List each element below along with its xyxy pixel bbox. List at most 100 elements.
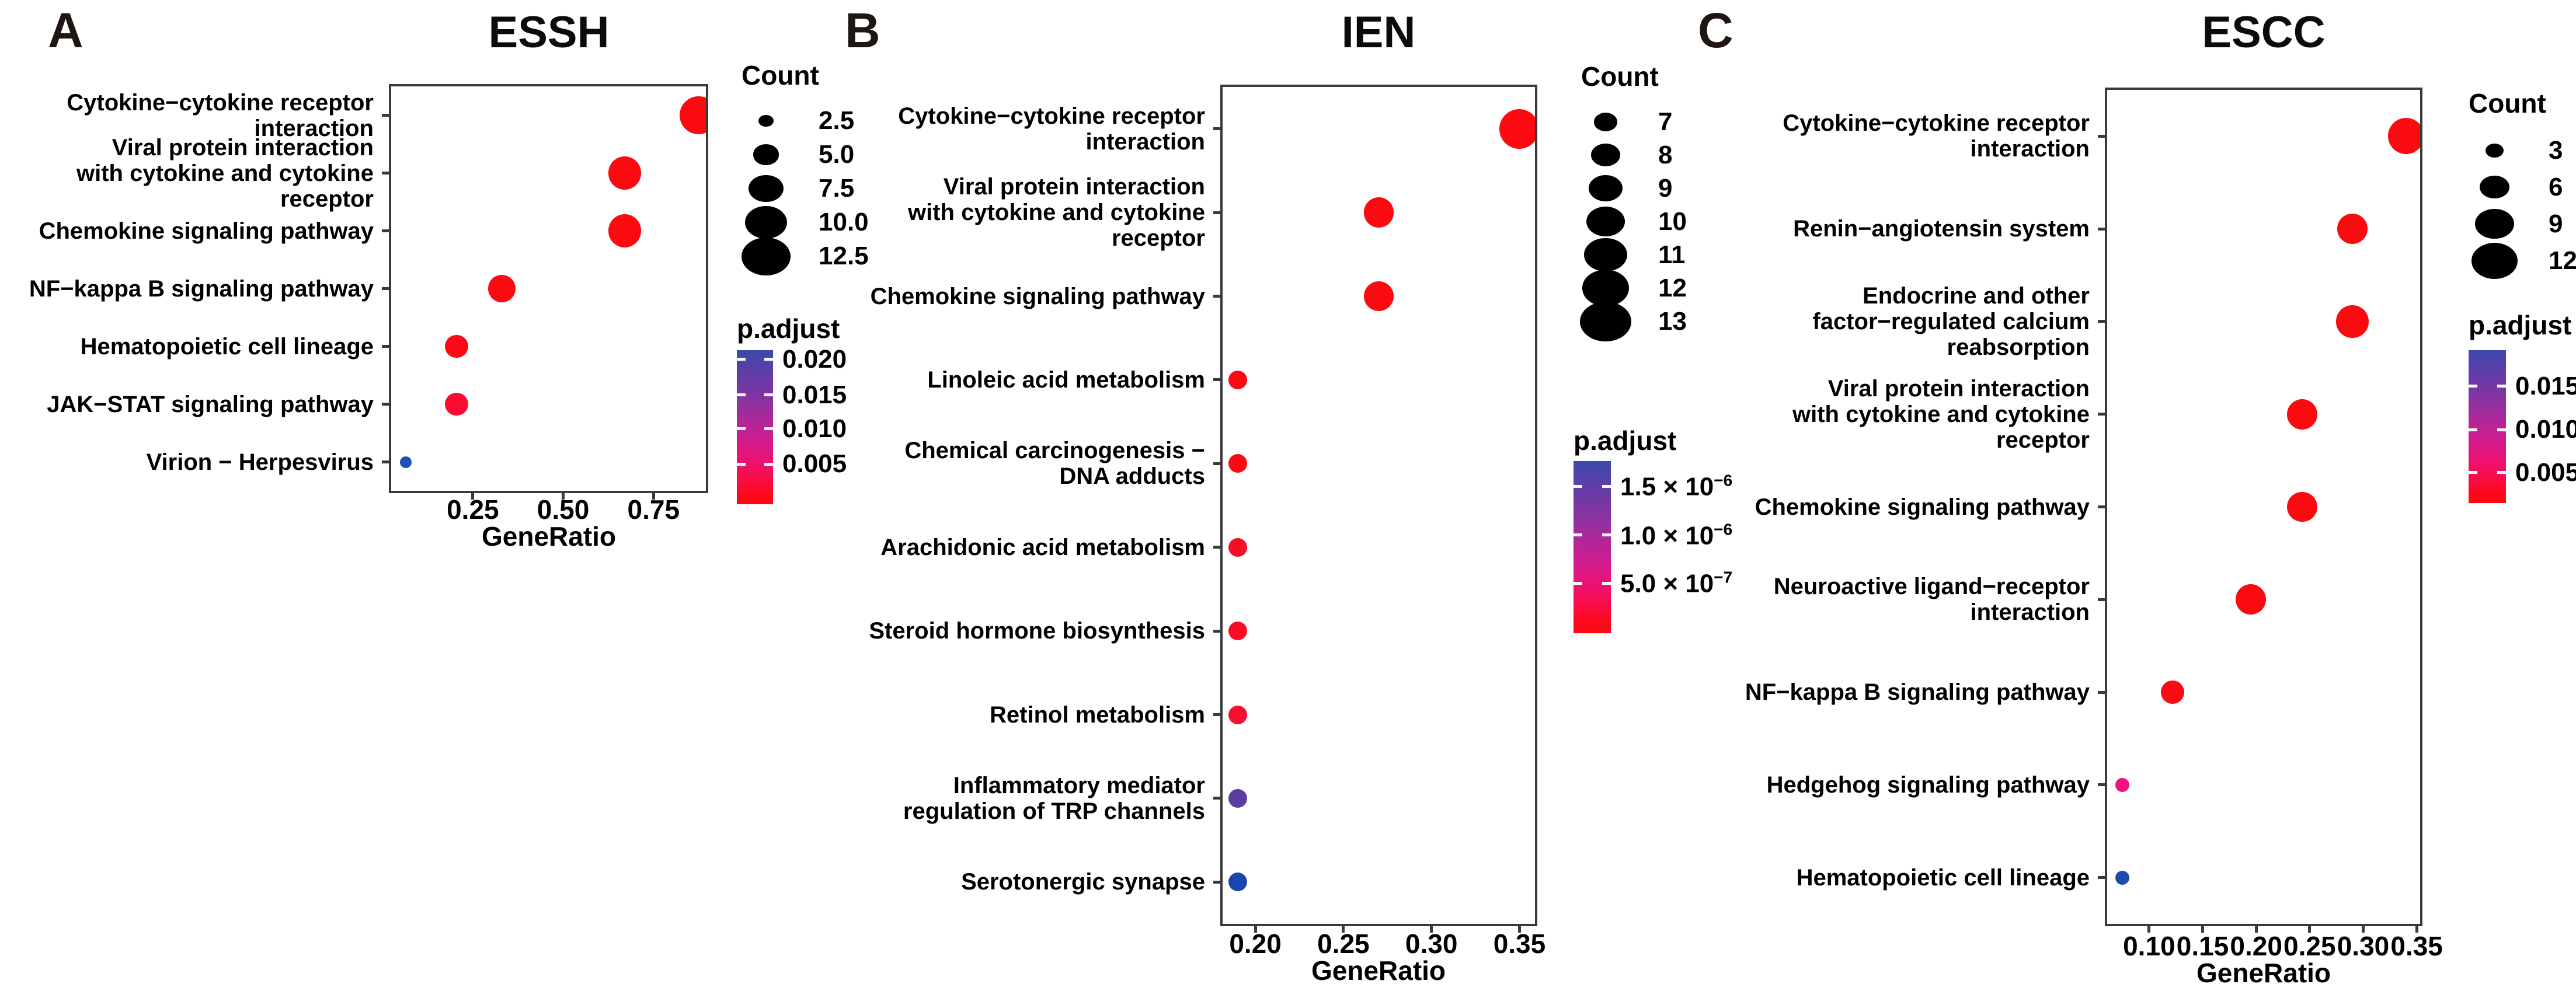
pathway-label-hematopoietic-cell-lineage: Hematopoietic cell lineage [1704, 865, 2090, 891]
pathway-dot-neuroactive-ligand-receptor [2236, 584, 2266, 615]
pathway-label-line: Hematopoietic cell lineage [80, 333, 374, 360]
padjust-legend-title: p.adjust [2469, 310, 2572, 340]
padjust-legend-title: p.adjust [737, 313, 840, 344]
padjust-tick-label: 0.010 [2515, 415, 2576, 444]
count-legend-item: 2.5 [737, 104, 869, 138]
count-legend-item: 11 [1576, 238, 1687, 272]
pathway-label-line: Hedgehog signaling pathway [1766, 772, 2090, 798]
y-tick-mark [1213, 378, 1220, 382]
count-legend-value: 12.5 [819, 242, 869, 270]
plot-area-escc [2105, 88, 2422, 926]
panel-title-escc: ESCC [2202, 8, 2326, 57]
padjust-exponent: −6 [1714, 471, 1733, 490]
pathway-dot-hedgehog-signaling-pathway [2115, 777, 2130, 792]
padjust-tick-mark [764, 462, 773, 466]
count-legend-item: 9 [1576, 172, 1687, 205]
padjust-tick-mark [737, 462, 746, 466]
count-dot-cell [737, 237, 795, 275]
count-legend-item: 7 [1576, 105, 1687, 138]
pathway-dot-cytokine-cytokine-receptor [1499, 109, 1535, 149]
pathway-dot-viral-protein-interaction [608, 156, 641, 190]
count-dot-cell [2464, 208, 2525, 239]
x-axis-title-escc: GeneRatio [2196, 958, 2331, 988]
count-legend-item: 3 [2464, 132, 2576, 169]
x-tick-label: 0.50 [537, 494, 590, 525]
count-legend-value: 8 [1658, 140, 1673, 169]
pathway-label-line: Inflammatory mediator [953, 772, 1205, 798]
pathway-label-line: Virion − Herpesvirus [146, 449, 374, 475]
pathway-label-nf-kappa-b-signaling-pathway: NF−kappa B signaling pathway [23, 276, 374, 302]
count-dot-cell [2464, 175, 2525, 199]
pathway-label-line: with cytokine and cytokine [907, 200, 1205, 226]
count-dot-cell [1576, 112, 1635, 131]
padjust-tick-mark [764, 427, 773, 431]
count-dot-icon [742, 237, 791, 275]
pathway-dot-viral-protein-interaction [1363, 197, 1394, 228]
pathway-label-hematopoietic-cell-lineage: Hematopoietic cell lineage [23, 334, 374, 360]
y-tick-mark [382, 460, 389, 463]
x-tick-label: 0.30 [1405, 929, 1458, 959]
padjust-tick-label: 1.0 × 10−6 [1620, 520, 1733, 550]
pathway-dot-cytokine-cytokine-receptor [2387, 118, 2420, 155]
count-legend-value: 12 [2549, 246, 2576, 275]
count-dot-cell [737, 205, 795, 239]
y-tick-mark [1213, 127, 1220, 131]
y-tick-mark [2098, 783, 2105, 787]
count-legend-value: 5.0 [819, 140, 855, 169]
y-tick-mark [1213, 797, 1220, 800]
pathway-label-steroid-hormone-biosynthesis: Steroid hormone biosynthesis [831, 618, 1205, 644]
count-legend-value: 6 [2549, 172, 2563, 201]
count-legend-value: 9 [1658, 173, 1673, 203]
count-dot-icon [2486, 143, 2504, 158]
pathway-dot-nf-kappa-b-signaling-pathway [488, 275, 516, 302]
count-legend-item: 10.0 [737, 205, 869, 239]
panel-title-essh: ESSH [488, 8, 610, 57]
padjust-tick-label: 5.0 × 10−7 [1620, 568, 1733, 598]
pathway-label-line: receptor [1111, 225, 1205, 252]
count-legend-item: 12 [1576, 270, 1687, 306]
x-axis-title-essh: GeneRatio [481, 521, 617, 552]
pathway-label-line: Retinol metabolism [990, 702, 1205, 728]
padjust-tick-mark [2469, 428, 2477, 431]
pathway-label-line: Chemokine signaling pathway [1755, 494, 2090, 520]
padjust-tick-label: 0.015 [2515, 371, 2576, 400]
count-legend-value: 10.0 [819, 208, 869, 236]
x-tick-label: 0.25 [2283, 931, 2336, 961]
pathway-dot-steroid-hormone-biosynthesis [1228, 622, 1247, 641]
pathway-dot-chemokine-signaling-pathway [608, 214, 641, 247]
pathway-dot-virion-herpesvirus [400, 456, 412, 468]
padjust-exponent: −7 [1714, 568, 1733, 587]
pathway-label-line: reabsorption [1947, 334, 2090, 360]
plot-area-essh [389, 84, 708, 493]
padjust-tick-mark [737, 358, 746, 361]
count-legend-item: 9 [2464, 205, 2576, 242]
pathway-label-chemokine-signaling-pathway: Chemokine signaling pathway [831, 284, 1205, 309]
count-legend-items: 3 6 9 12 [2464, 132, 2576, 279]
y-tick-mark [2098, 598, 2105, 601]
count-legend-item: 5.0 [737, 138, 869, 172]
count-dot-cell [737, 115, 795, 127]
count-dot-cell [1576, 175, 1635, 202]
pathway-dot-cytokine-cytokine-receptor [680, 96, 706, 134]
padjust-tick-mark [2497, 428, 2506, 431]
count-dot-icon [2475, 208, 2514, 239]
pathway-label-line: Neuroactive ligand−receptor [1773, 574, 2090, 600]
pathway-label-line: Chemokine signaling pathway [870, 283, 1205, 309]
padjust-tick-mark [1602, 581, 1611, 585]
y-tick-mark [1213, 462, 1220, 465]
y-tick-mark [2098, 227, 2105, 231]
pathway-label-line: with cytokine and cytokine [76, 160, 374, 186]
count-legend-item: 13 [1576, 301, 1687, 341]
pathway-dot-arachidonic-acid-metabolism [1228, 538, 1247, 557]
padjust-tick-label: 0.005 [782, 449, 847, 479]
